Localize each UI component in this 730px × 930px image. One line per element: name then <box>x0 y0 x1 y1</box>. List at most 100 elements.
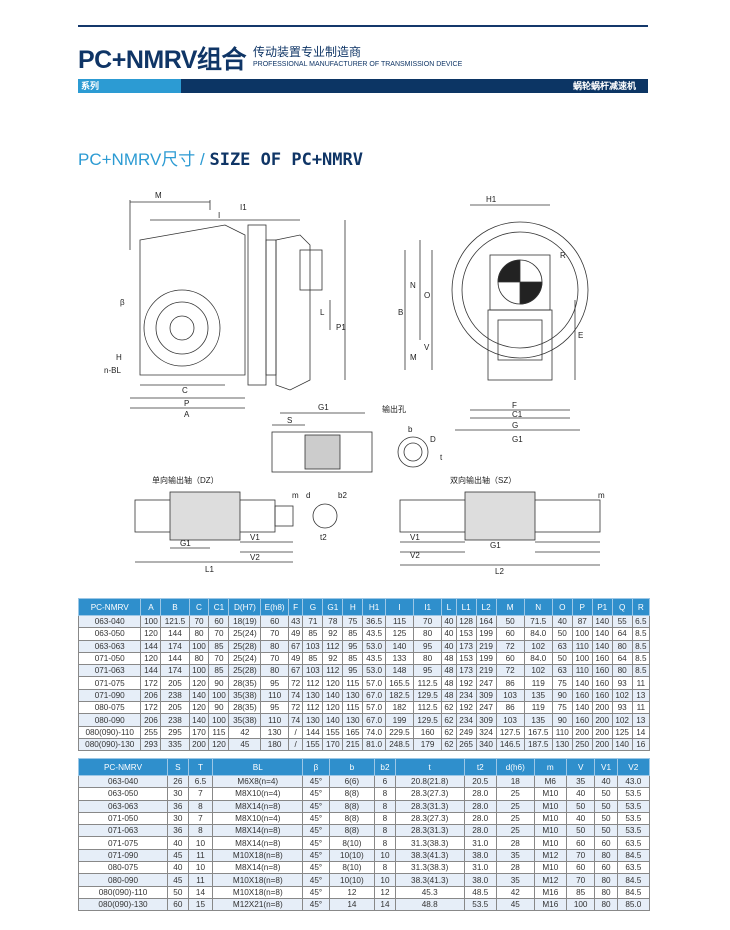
table-cell: 165 <box>342 725 364 739</box>
table-cell: 60 <box>167 897 189 912</box>
table-cell: 26 <box>167 774 189 789</box>
table-cell: M6 <box>533 774 567 789</box>
table-cell: 45° <box>302 836 330 850</box>
table-cell: 100 <box>571 627 593 641</box>
column-header: V <box>565 758 596 776</box>
table-cell: 50 <box>594 799 618 813</box>
table-cell: 110 <box>571 664 593 678</box>
table-cell: 120 <box>140 651 162 666</box>
label-V1-sz: V1 <box>410 533 420 542</box>
table-cell: 70 <box>208 651 230 666</box>
drawing-labels: M I I1 β H n-BL C P A L P1 G1 S 输出孔 b D … <box>104 191 605 576</box>
table-cell: 167.5 <box>523 725 553 739</box>
table-cell: 295 <box>160 725 190 739</box>
table-cell: 12 <box>328 885 376 899</box>
table-cell: 112 <box>322 639 344 653</box>
table-cell: M8X14(n=8) <box>212 799 304 813</box>
table-cell: 080-090 <box>77 713 142 727</box>
table-cell: 60 <box>594 836 618 850</box>
table-cell: 48.8 <box>394 897 465 912</box>
table-cell: 53.5 <box>616 811 651 826</box>
table-cell: 8(8) <box>328 787 376 801</box>
table-cell: 121.5 <box>160 614 190 629</box>
table-cell: 7 <box>187 787 214 801</box>
table-cell: 28.0 <box>463 799 497 813</box>
column-header: R <box>631 598 651 616</box>
column-header: G1 <box>322 598 344 616</box>
table-cell: 160 <box>571 688 593 703</box>
table-cell: 187.5 <box>523 737 553 752</box>
table-cell: 70 <box>260 651 289 666</box>
table-cell: 140 <box>188 688 210 703</box>
table-cell: 071-063 <box>77 824 169 838</box>
table-cell: 36.5 <box>362 614 386 629</box>
table-cell: 14 <box>328 897 376 912</box>
column-header: t2 <box>463 758 497 776</box>
table-cell: 200 <box>571 725 593 739</box>
table-cell: 112 <box>322 664 344 678</box>
table-cell: 80 <box>260 664 289 678</box>
table-cell: M12X21(n=8) <box>212 897 304 912</box>
label-E: E <box>578 331 583 340</box>
table-cell: 110 <box>260 688 289 703</box>
table-cell: 170 <box>188 725 210 739</box>
label-t2: t2 <box>320 533 327 542</box>
table-cell: 174 <box>160 664 190 678</box>
table-cell: 229.5 <box>384 725 415 739</box>
column-header: m <box>533 758 567 776</box>
table-cell: 180 <box>260 737 289 752</box>
table-cell: 40 <box>167 861 189 875</box>
table-cell: 85 <box>208 639 230 653</box>
table-cell: 255 <box>140 725 162 739</box>
table-cell: 60 <box>565 861 596 875</box>
column-header: b <box>328 758 376 776</box>
table-cell: 324 <box>475 725 497 739</box>
table-cell: 135 <box>523 688 553 703</box>
table-cell: 173 <box>455 664 477 678</box>
column-header: d(h6) <box>495 758 535 776</box>
table-cell: 60 <box>594 861 618 875</box>
table-cell: 40 <box>441 639 457 653</box>
table-cell: 129.5 <box>413 688 443 703</box>
label-dz: 单向输出轴（DZ） <box>152 475 219 485</box>
table-cell: 071-050 <box>77 651 142 666</box>
table-cell: M10 <box>533 861 567 875</box>
table-cell: 36 <box>167 799 189 813</box>
table-cell: 144 <box>140 664 162 678</box>
label-G1-sz: G1 <box>490 541 501 550</box>
table-cell: 28 <box>495 861 535 875</box>
table-cell: 265 <box>455 737 477 752</box>
table-cell: 80 <box>611 639 633 653</box>
table-cell: 8 <box>374 824 396 838</box>
table-cell: 45° <box>302 774 330 789</box>
column-header: BL <box>212 758 304 776</box>
column-header: β <box>302 758 330 776</box>
table-cell: 67 <box>287 664 304 678</box>
table-cell: M10X18(n=8) <box>212 873 304 887</box>
table-cell: 43.0 <box>616 774 651 789</box>
table-cell: 8(8) <box>328 824 376 838</box>
table-cell: 28.3(31.3) <box>394 799 465 813</box>
side-view <box>404 204 589 431</box>
table-cell: 62 <box>441 713 457 727</box>
table-cell: 112 <box>302 676 324 690</box>
table-cell: 103 <box>495 713 525 727</box>
table-cell: 133 <box>384 651 415 666</box>
table-cell: 36 <box>167 824 189 838</box>
table-cell: 100 <box>208 688 230 703</box>
output-hole-section <box>271 412 429 473</box>
table-cell: 103 <box>302 664 324 678</box>
table-cell: 112.5 <box>413 676 443 690</box>
table-cell: 247 <box>475 676 497 690</box>
label-V2: V2 <box>250 553 260 562</box>
table-cell: 40 <box>441 614 457 629</box>
table-cell: 25 <box>495 811 535 826</box>
table-cell: 6.5 <box>631 614 651 629</box>
table-cell: 43.5 <box>362 651 386 666</box>
